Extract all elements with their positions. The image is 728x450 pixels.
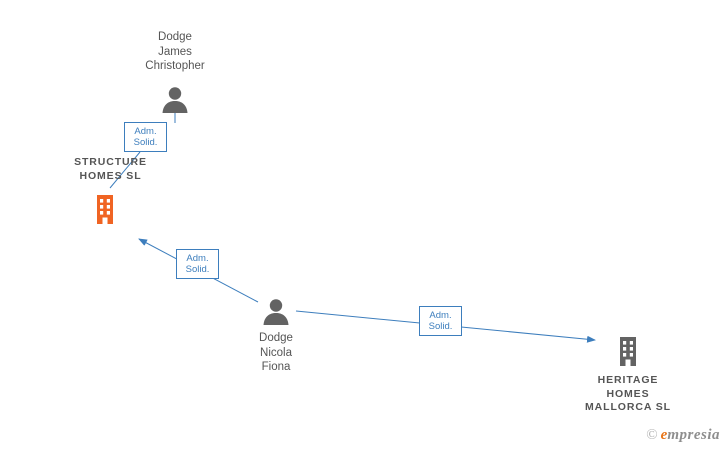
edge-label-adm-solid-nicola-heritage[interactable]: Adm. Solid.	[419, 306, 462, 336]
edge-label-adm-solid-james-structure[interactable]: Adm. Solid.	[124, 122, 167, 152]
building-icon-structure-homes-sl[interactable]	[92, 192, 118, 231]
building-icon-heritage-homes-mallorca-sl[interactable]	[615, 334, 641, 373]
person-label-dodge-nicola-fiona: Dodge Nicola Fiona	[259, 332, 293, 373]
person-icon-dodge-nicola-fiona[interactable]	[261, 298, 291, 331]
edge-label-adm-solid-nicola-structure[interactable]: Adm. Solid.	[176, 249, 219, 279]
person-icon-dodge-james-christopher[interactable]	[160, 86, 190, 119]
person-label-dodge-james-christopher: Dodge James Christopher	[145, 31, 205, 72]
copyright-icon: ©	[646, 427, 658, 443]
person-glyph	[263, 299, 289, 325]
person-glyph	[162, 87, 188, 113]
company-label-structure-homes-sl: STRUCTURE HOMES SL	[74, 156, 147, 182]
building-glyph	[97, 195, 113, 224]
building-glyph	[620, 337, 636, 366]
watermark-brand-first: e	[660, 427, 668, 443]
watermark-brand-rest: mpresia	[667, 427, 720, 443]
company-label-heritage-homes-mallorca-sl: HERITAGE HOMES MALLORCA SL	[585, 374, 671, 413]
edge-line-box-structure	[109, 151, 141, 189]
